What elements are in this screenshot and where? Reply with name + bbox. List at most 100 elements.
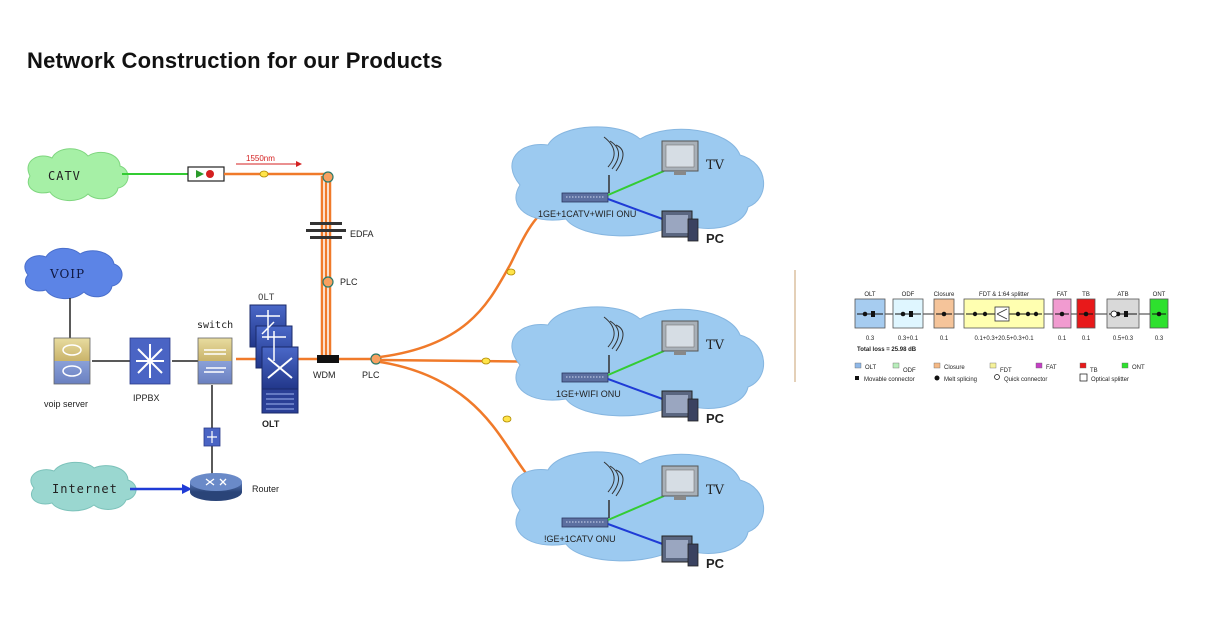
legend-quick: Quick connector: [1004, 377, 1047, 383]
wifi-icon: [603, 136, 615, 168]
pc-label: PC: [706, 411, 725, 426]
wifi-icon: [603, 316, 615, 348]
connector-icon: [502, 415, 512, 423]
legend-optical: Optical splitter: [1091, 377, 1129, 383]
loss-component-value: 0.1+0.3+20.5+0.3+0.1: [974, 336, 1034, 342]
ippbx-icon: [129, 337, 171, 385]
loss-component-name: FAT: [1057, 292, 1068, 298]
legend-melt: Melt splicing: [944, 377, 977, 383]
loss-component-name: Closure: [934, 292, 955, 298]
total-loss: Total loss = 25.98 dB: [857, 347, 917, 353]
pc-icon: [661, 535, 699, 567]
legend-label: FDT: [1000, 368, 1012, 374]
connector-icon: [481, 357, 491, 365]
tv-icon: [661, 140, 699, 175]
ippbx-label: IPPBX: [133, 393, 160, 403]
edfa-label: EDFA: [350, 229, 374, 239]
pc-label: PC: [706, 231, 725, 246]
pc-icon: [661, 210, 699, 242]
loss-component-name: ONT: [1153, 292, 1166, 298]
loss-component-value: 0.3+0.1: [898, 336, 919, 342]
switch-icon: [197, 337, 233, 385]
loss-component-name: TB: [1082, 292, 1090, 298]
loss-component-value: 0.3: [866, 336, 875, 342]
plc-main-icon: [370, 353, 382, 365]
loss-component: ONT 0.3: [1149, 292, 1169, 342]
legend-item: ODF: [892, 362, 916, 374]
legend-label: Closure: [944, 365, 965, 371]
pc-icon: [661, 390, 699, 422]
wavelength-label: 1550nm: [246, 154, 275, 163]
loss-component-value: 0.1: [940, 336, 949, 342]
legend-item: TB: [1079, 362, 1098, 374]
internet-label: Internet: [52, 482, 118, 496]
loss-component-value: 0.5+0.3: [1113, 336, 1134, 342]
loss-component-name: ATB: [1117, 292, 1128, 298]
tv-icon: [661, 320, 699, 355]
wifi-icon: [615, 144, 624, 172]
plc-main-label: PLC: [362, 370, 380, 380]
legend-label: TB: [1090, 368, 1098, 374]
olt-device-icon: [249, 304, 299, 414]
legend-label: ONT: [1132, 365, 1145, 371]
loss-component-name: ODF: [902, 292, 915, 298]
wifi-icon: [603, 461, 615, 493]
wdm-device: [317, 355, 339, 363]
internet-cloud: Internet: [30, 461, 137, 512]
loss-component: FAT 0.1: [1052, 292, 1072, 342]
voip-server-icon: [53, 337, 91, 385]
voip-cloud: VOIP: [24, 247, 123, 299]
legend-movable: Movable connector: [864, 377, 915, 383]
pc-label: PC: [706, 556, 725, 571]
loss-component-name: OLT: [864, 292, 876, 298]
optical-transmitter: [187, 166, 225, 182]
onu-cloud: TV PC !GE+1CATV ONU: [511, 451, 764, 571]
page-title: Network Construction for our Products: [27, 48, 443, 73]
loss-component-value: 0.3: [1155, 336, 1164, 342]
wifi-icon: [615, 324, 624, 352]
router-icon: [190, 473, 242, 501]
wifi-icon: [609, 320, 619, 350]
connector-icon: [506, 268, 516, 276]
router-label: Router: [252, 484, 279, 494]
media-converter-icon: [203, 427, 221, 447]
legend-label: ODF: [903, 368, 916, 374]
voip-label: VOIP: [49, 267, 85, 281]
legend-item: ONT: [1121, 362, 1145, 371]
catv-label: CATV: [48, 169, 81, 183]
switch-label: switch: [197, 320, 233, 331]
splitter-icon: [994, 306, 1010, 322]
tv-label: TV: [706, 158, 725, 173]
loss-component: TB 0.1: [1076, 292, 1096, 342]
loss-component-value: 0.1: [1058, 336, 1067, 342]
olt-bottom-label: OLT: [262, 419, 280, 429]
onu-label: 1GE+WIFI ONU: [556, 389, 621, 399]
onu-cloud: TV PC 1GE+WIFI ONU: [511, 306, 764, 426]
legend-label: FAT: [1046, 365, 1057, 371]
tv-label: TV: [706, 483, 725, 498]
coupler-icon: [322, 171, 334, 183]
loss-component: ODF 0.3+0.1: [892, 292, 924, 342]
loss-component: ATB 0.5+0.3: [1106, 292, 1140, 342]
wifi-icon: [609, 465, 619, 495]
onu-label: 1GE+1CATV+WIFI ONU: [538, 209, 636, 219]
plc-top-label: PLC: [340, 277, 358, 287]
olt-top-label: OLT: [258, 293, 275, 303]
legend-item: OLT: [854, 362, 877, 371]
onu-cloud: TV PC 1GE+1CATV+WIFI ONU: [511, 126, 764, 246]
tv-icon: [661, 465, 699, 500]
onu-label: !GE+1CATV ONU: [544, 534, 616, 544]
legend-item: FDT: [989, 362, 1012, 374]
wifi-icon: [609, 140, 619, 170]
voip-server-label: voip server: [44, 399, 88, 409]
loss-component: OLT 0.3: [854, 292, 886, 342]
connector-icon: [259, 170, 269, 178]
fiber-bundle-vertical: [320, 172, 332, 356]
legend-item: FAT: [1035, 362, 1057, 371]
catv-cloud: CATV: [27, 148, 129, 201]
loss-component-value: 0.1: [1082, 336, 1091, 342]
tv-label: TV: [706, 338, 725, 353]
legend-label: OLT: [865, 365, 877, 371]
